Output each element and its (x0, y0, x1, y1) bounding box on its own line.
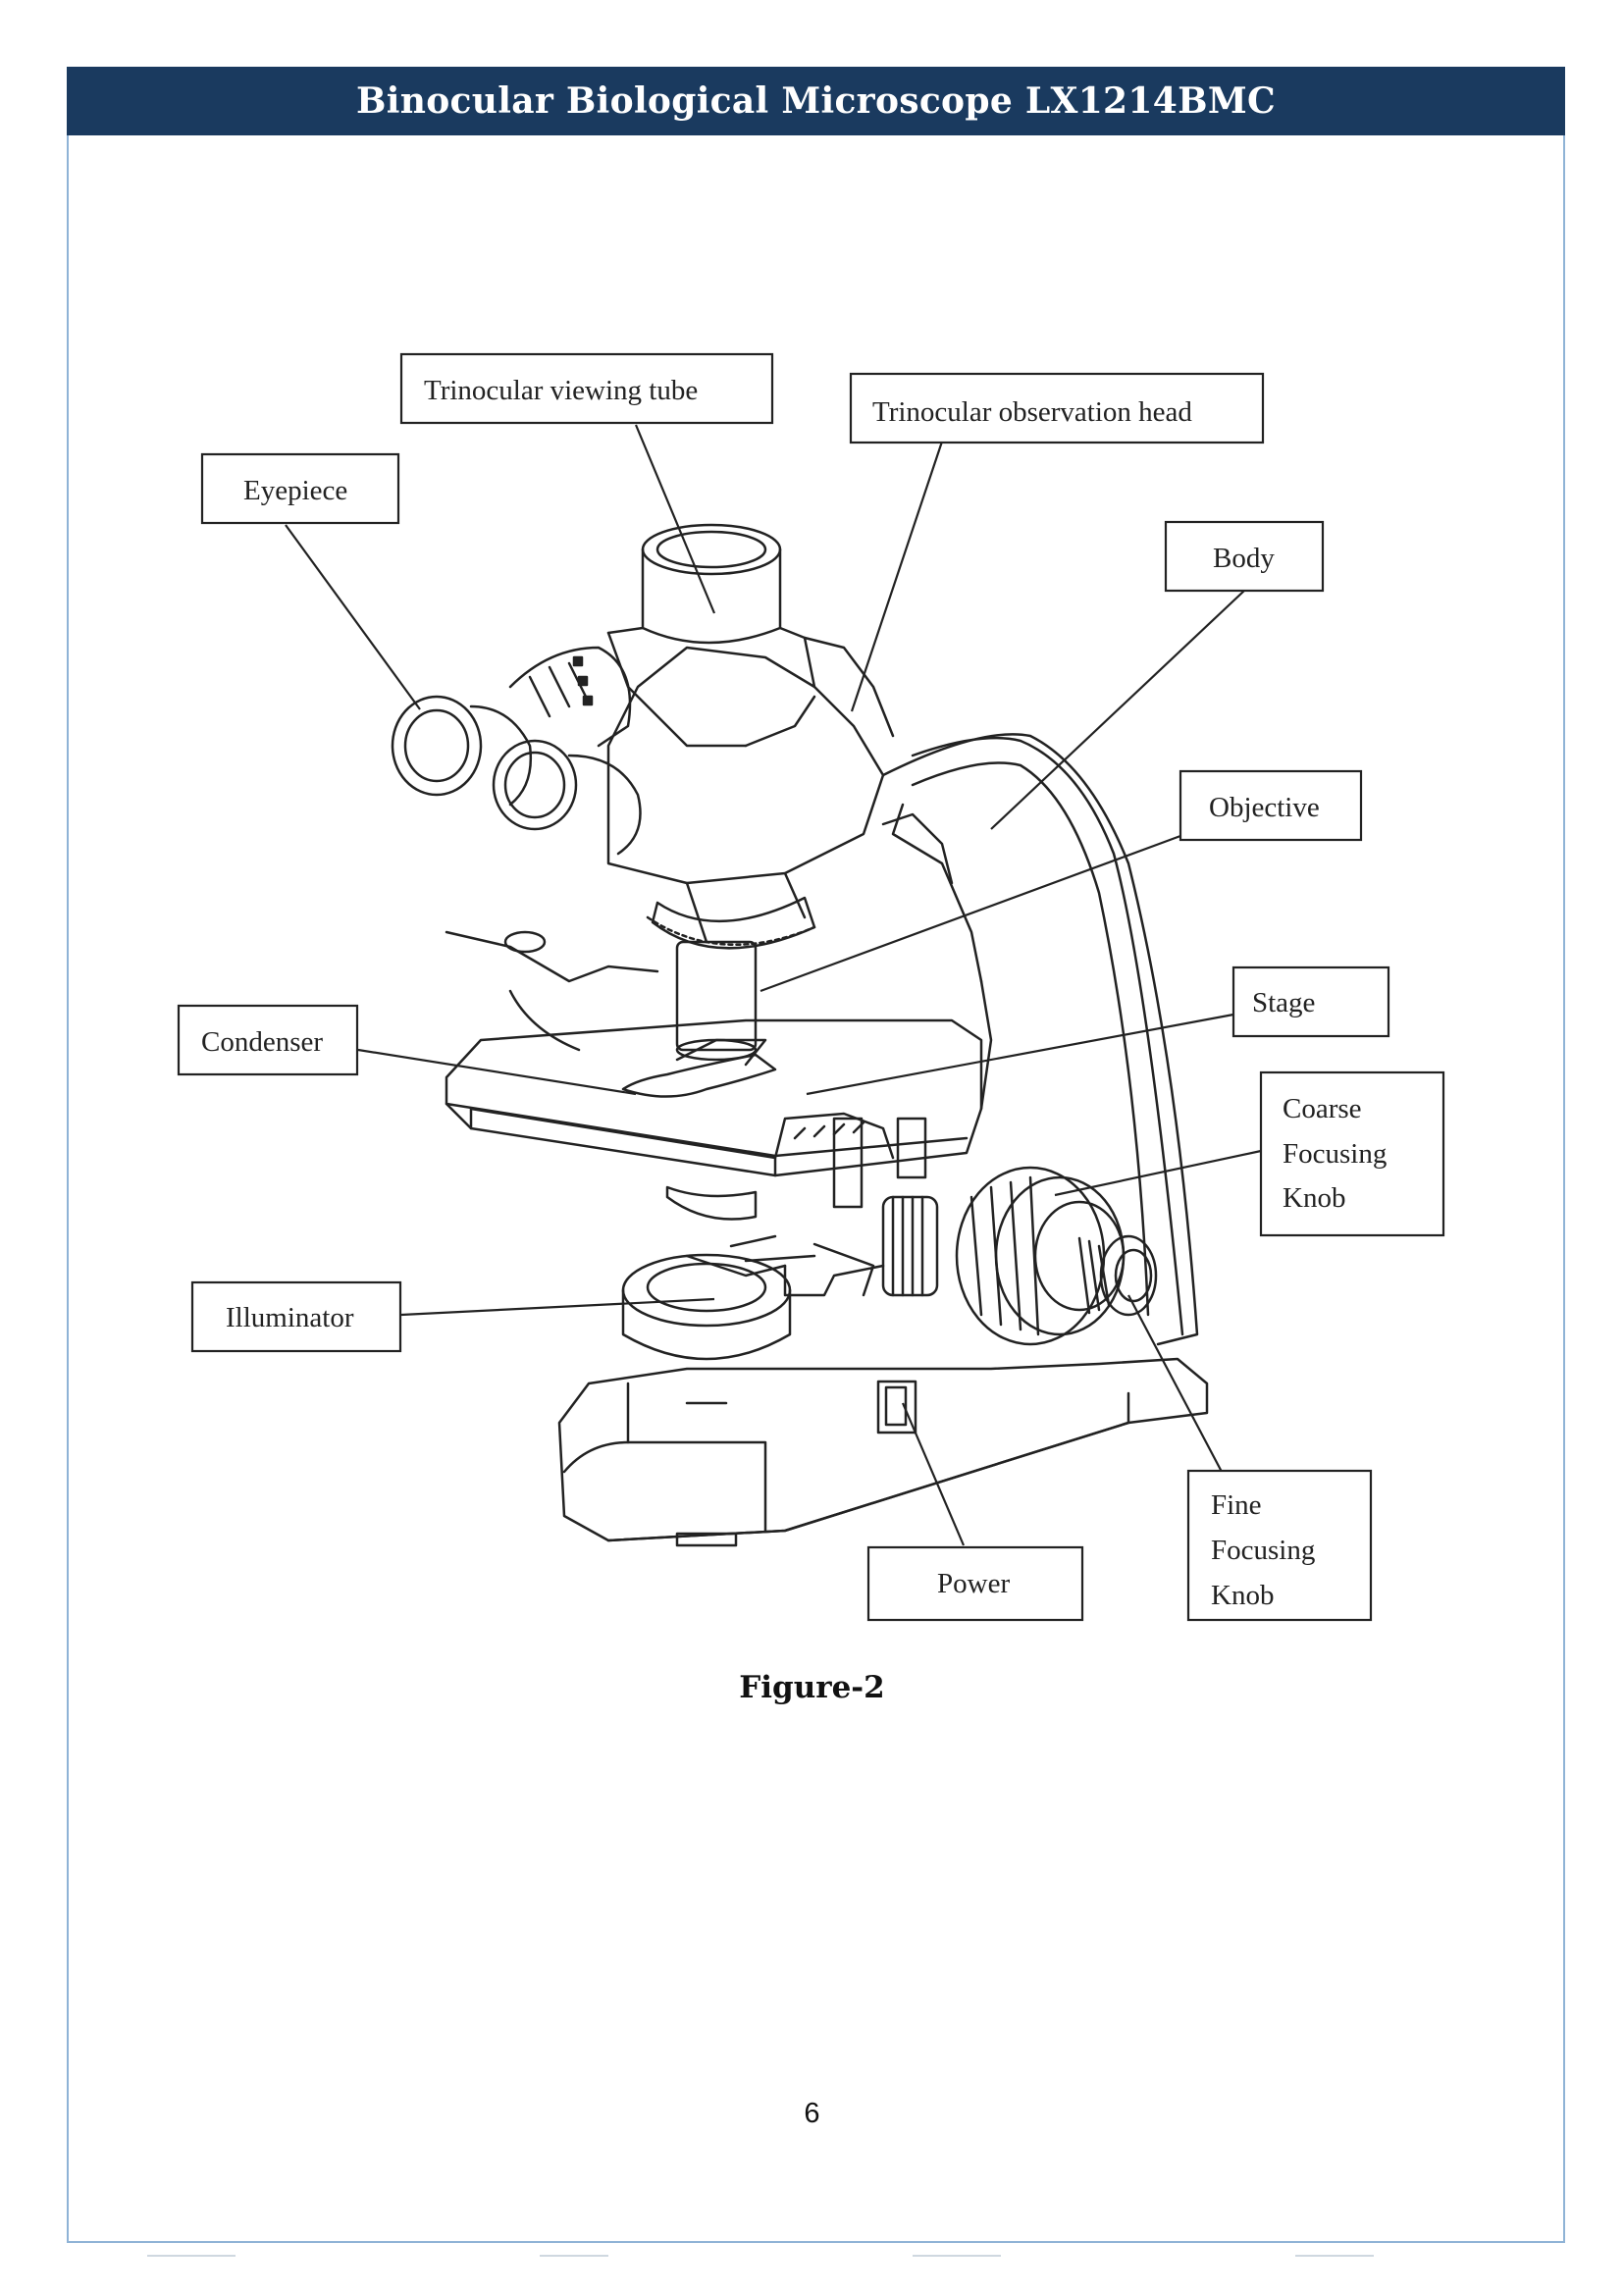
label-fine-line-2: Focusing (1211, 1535, 1315, 1566)
callout-boxes (177, 352, 1445, 1622)
callout-labels: Trinocular viewing tube Trinocular obser… (201, 375, 1387, 1611)
leader-lines (285, 424, 1262, 1546)
page-number: 6 (804, 2098, 820, 2129)
label-coarse-line-3: Knob (1283, 1182, 1345, 1214)
figure-caption: Figure-2 (739, 1670, 885, 1705)
microscope-drawing (391, 523, 1209, 1547)
label-objective: Objective (1209, 792, 1320, 823)
label-trinocular-viewing-tube: Trinocular viewing tube (424, 375, 698, 406)
header-bar: Binocular Biological Microscope LX1214BM… (67, 67, 1565, 135)
bottom-decoration (147, 2255, 1374, 2257)
label-coarse-line-2: Focusing (1283, 1138, 1387, 1170)
label-coarse-line-1: Coarse (1283, 1093, 1362, 1124)
label-fine-line-1: Fine (1211, 1489, 1262, 1521)
page-title: Binocular Biological Microscope LX1214BM… (356, 80, 1276, 122)
label-fine-line-3: Knob (1211, 1580, 1274, 1611)
page-frame (67, 67, 1565, 2243)
label-body: Body (1213, 543, 1275, 574)
label-illuminator: Illuminator (226, 1302, 354, 1333)
label-eyepiece: Eyepiece (243, 475, 347, 506)
label-power: Power (937, 1568, 1010, 1599)
label-stage: Stage (1252, 987, 1315, 1018)
label-trinocular-observation-head: Trinocular observation head (872, 396, 1192, 428)
label-condenser: Condenser (201, 1026, 323, 1058)
